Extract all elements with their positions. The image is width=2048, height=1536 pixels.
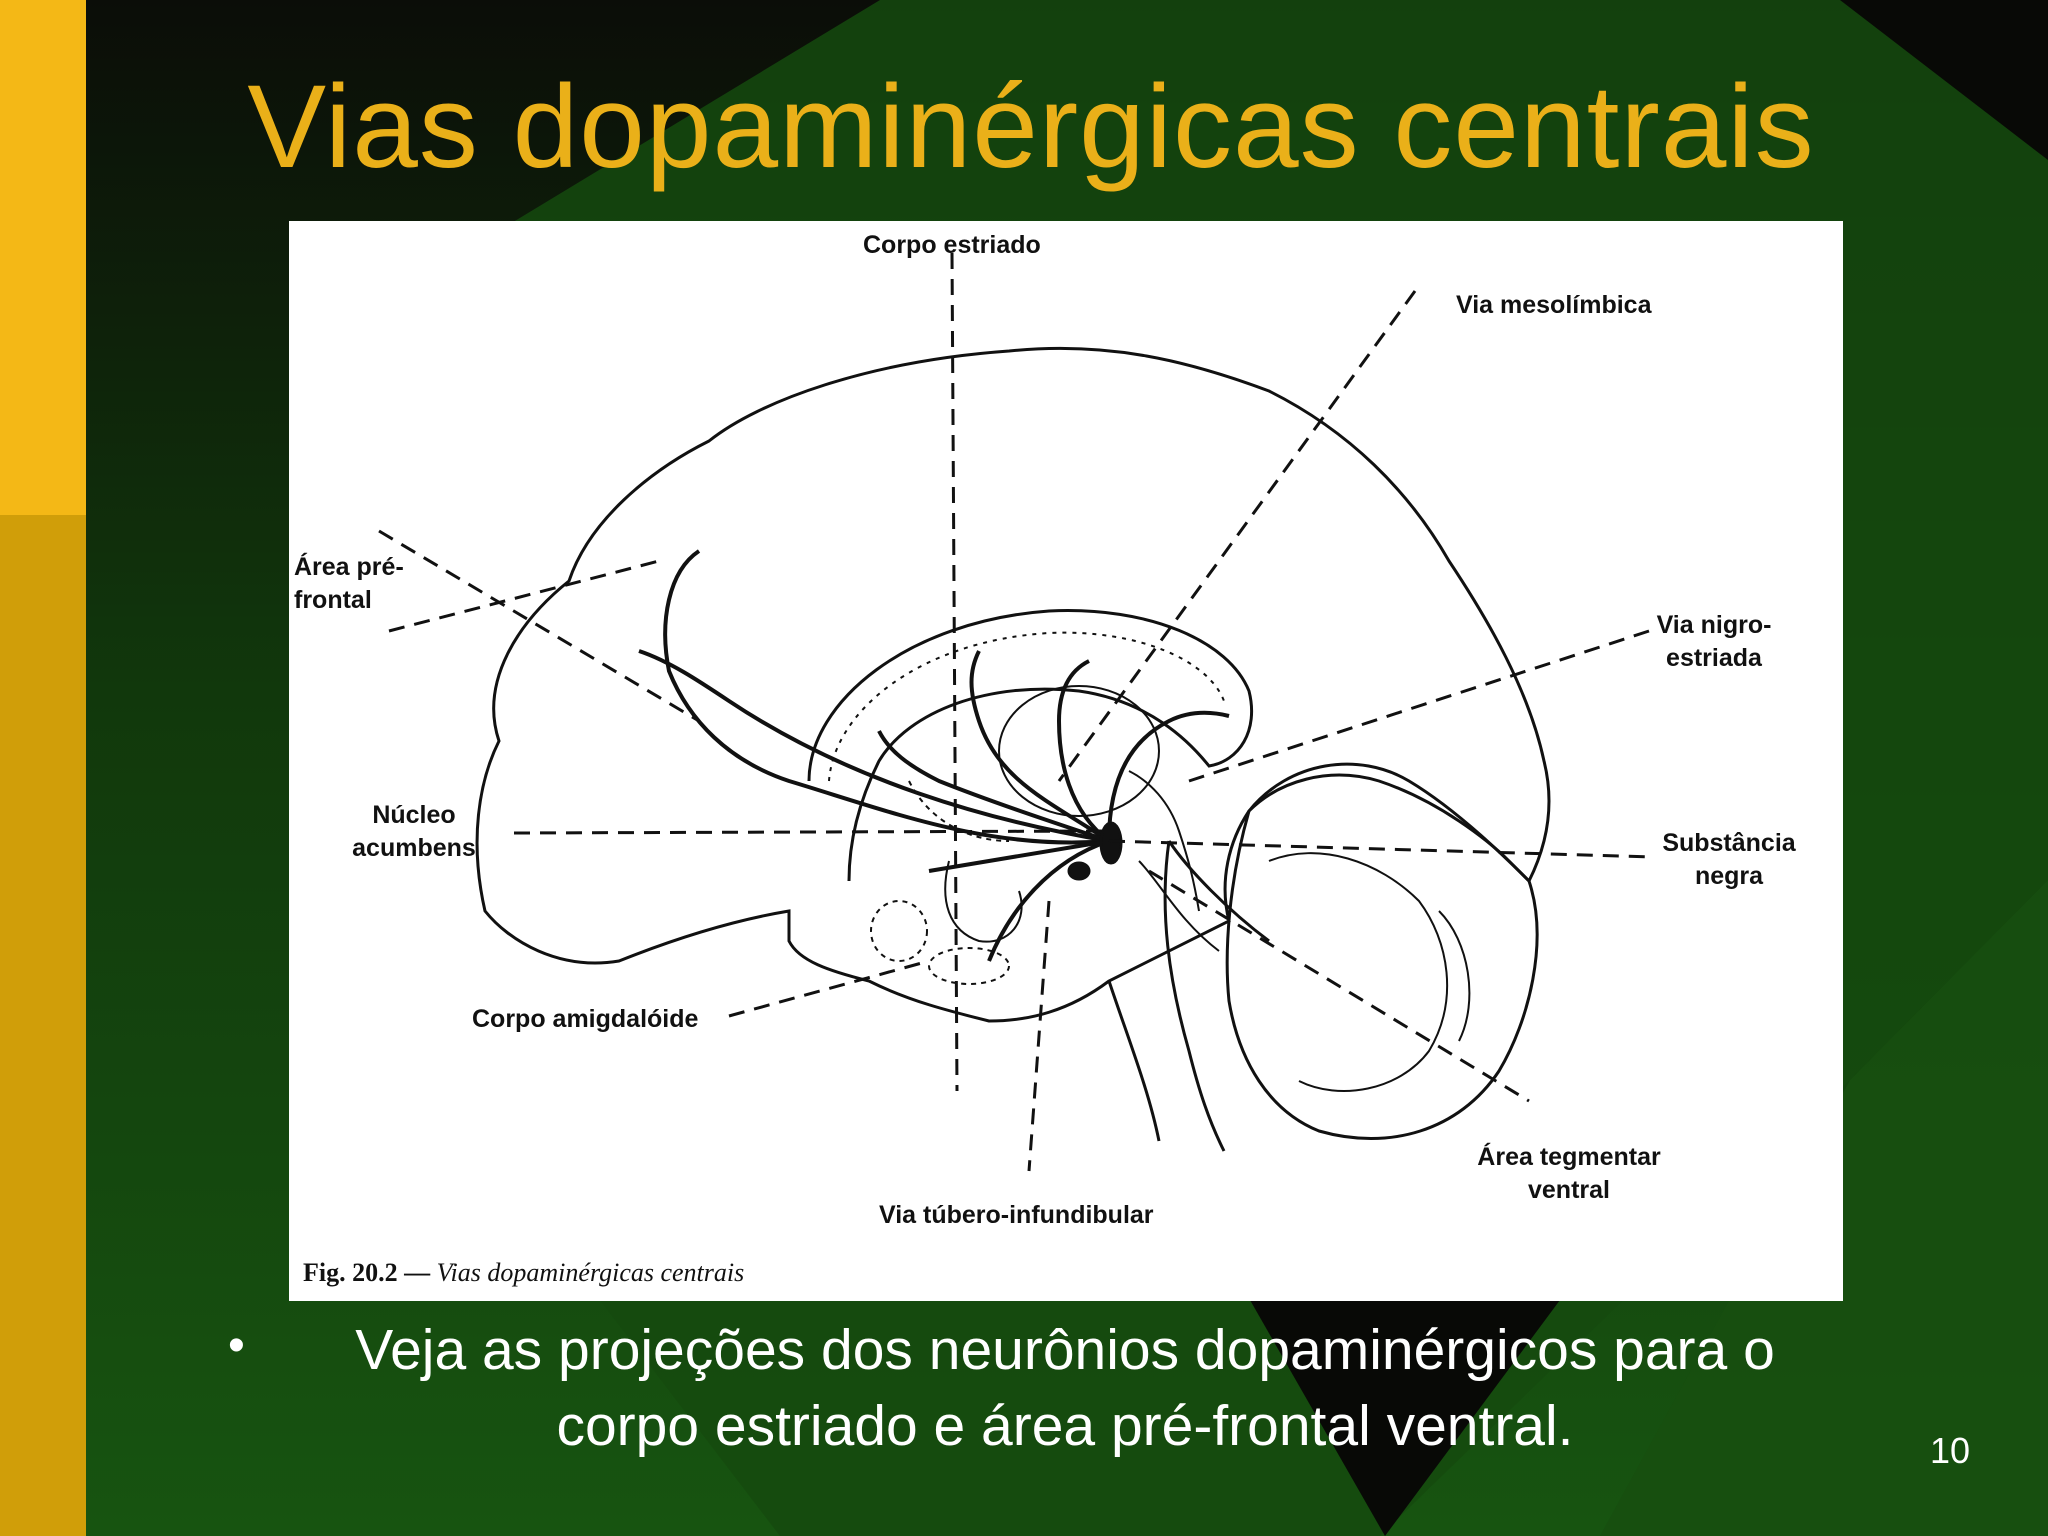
label-corpo-estriado: Corpo estriado <box>863 231 1041 259</box>
bullet-text: Veja as projeções dos neurônios dopaminé… <box>355 1318 1775 1458</box>
brain-diagram-figure: Corpo estriado Via mesolímbica Área pré-… <box>289 221 1843 1301</box>
bullet-marker: • <box>228 1319 245 1372</box>
substantia-nigra-dot <box>1099 821 1123 865</box>
page-number: 10 <box>1930 1430 1971 1471</box>
brainstem-outline <box>1163 840 1226 1152</box>
figure-caption: Fig. 20.2 — Vias dopaminérgicas centrais <box>303 1258 744 1288</box>
label-corpo-amigdaloide: Corpo amigdalóide <box>472 1005 699 1033</box>
label-substancia-negra: Substância negra <box>1662 829 1796 890</box>
label-area-tegmentar-ventral: Área tegmentar ventral <box>1477 1143 1661 1204</box>
cortex-outline <box>475 346 1551 1023</box>
label-via-tubero-infundibular: Via túbero-infundibular <box>879 1201 1154 1229</box>
label-via-nigro-estriada: Via nigro-estriada <box>1656 611 1772 672</box>
caption-title: Vias dopaminérgicas centrais <box>436 1258 745 1287</box>
pathway-tuberoinfundibular <box>987 839 1110 962</box>
hypothalamus-region <box>944 860 1023 943</box>
label-via-mesolimbica: Via mesolímbica <box>1456 291 1652 319</box>
caption-number: Fig. 20.2 — <box>303 1258 431 1287</box>
pathway-nigrostriatal <box>969 650 1111 843</box>
label-area-pre-frontal: Área pré-frontal <box>294 553 404 614</box>
cerebellum-outline <box>1225 762 1539 1140</box>
thalamus <box>998 685 1160 817</box>
slide-title: Vias dopaminérgicas centrais <box>247 61 1815 193</box>
brain-diagram-drawing <box>378 252 1655 1172</box>
pathway-mesocortical <box>638 649 1110 843</box>
label-nucleo-acumbens: Núcleo acumbens <box>352 801 476 862</box>
